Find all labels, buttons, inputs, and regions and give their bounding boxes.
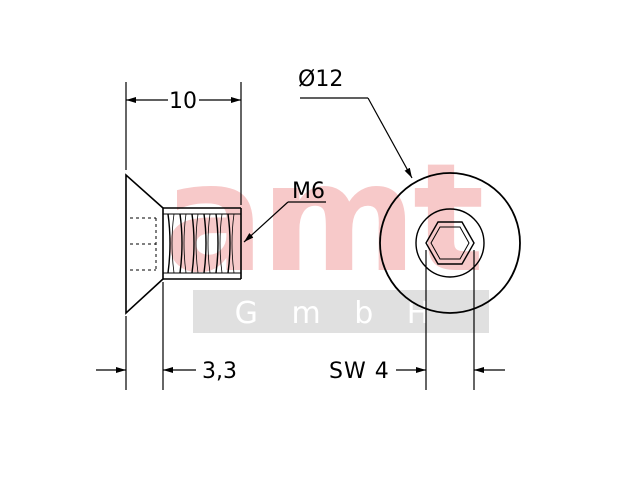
screw-side-view xyxy=(125,173,242,315)
socket-circle xyxy=(415,208,485,278)
diameter-leader xyxy=(300,97,413,179)
thread-shank xyxy=(163,207,242,280)
head-outer-circle xyxy=(379,172,521,314)
thread-leader xyxy=(243,201,326,243)
dimension-socket xyxy=(396,250,505,390)
diameter-label: Ø12 xyxy=(298,67,343,92)
watermark-sub: G m b H xyxy=(235,296,442,331)
dimension-length xyxy=(125,82,242,205)
hex-socket-inner xyxy=(430,226,470,260)
watermark: amt G m b H xyxy=(163,132,489,333)
screw-front-view xyxy=(379,172,521,314)
hex-socket-outer xyxy=(425,221,475,265)
dimension-length-label: 10 xyxy=(169,89,197,114)
dimension-head-height xyxy=(96,282,196,390)
socket-hidden-lines xyxy=(130,217,157,271)
thread-label: M6 xyxy=(292,179,325,204)
dimension-head-height-label: 3,3 xyxy=(202,359,237,384)
watermark-brand: amt xyxy=(163,132,482,306)
dimension-socket-label: SW 4 xyxy=(329,359,390,384)
